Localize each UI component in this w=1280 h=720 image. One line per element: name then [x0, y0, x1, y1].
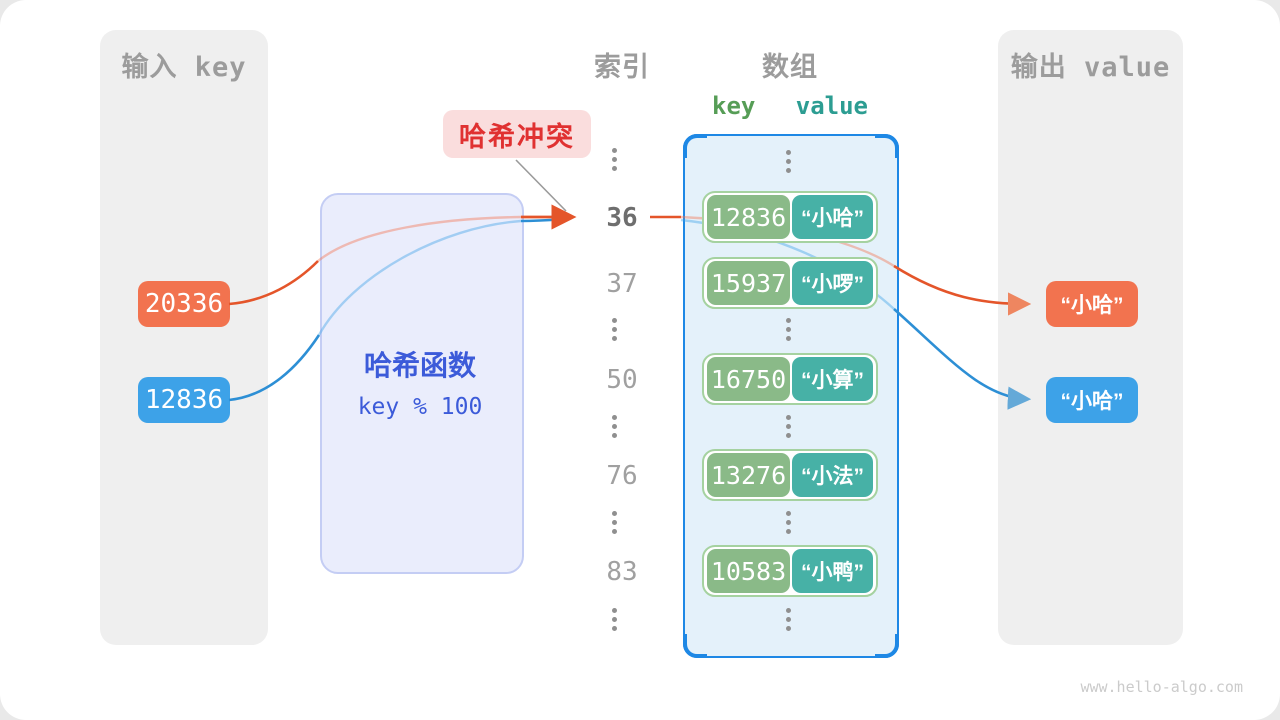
- input-panel: [100, 30, 268, 645]
- hash-collision-badge: 哈希冲突: [443, 110, 591, 158]
- array-row-12836: 12836 “小哈”: [702, 191, 878, 243]
- array-row-15937: 15937 “小啰”: [702, 257, 878, 309]
- index-ellipsis: [612, 318, 617, 341]
- value-column-label: value: [795, 92, 868, 120]
- index-37: 37: [606, 269, 638, 299]
- array-title: 数组: [762, 52, 818, 82]
- entry-key: 15937: [707, 261, 790, 305]
- index-50: 50: [606, 365, 638, 395]
- output-value-blue: “小哈”: [1046, 377, 1138, 423]
- array-corner: [683, 634, 707, 658]
- key-column-label: key: [712, 92, 756, 120]
- array-corner: [875, 134, 899, 158]
- index-76: 76: [606, 461, 638, 491]
- index-ellipsis: [612, 511, 617, 534]
- entry-value: “小鸭”: [792, 549, 873, 593]
- array-corner: [683, 134, 707, 158]
- array-ellipsis: [786, 511, 791, 534]
- entry-value: “小法”: [792, 453, 873, 497]
- index-ellipsis: [612, 608, 617, 631]
- index-36: 36: [606, 203, 638, 233]
- output-panel: [998, 30, 1183, 645]
- entry-key: 16750: [707, 357, 790, 401]
- entry-key: 12836: [707, 195, 790, 239]
- hash-function-title: 哈希函数: [363, 350, 476, 381]
- index-83: 83: [606, 557, 638, 587]
- index-ellipsis: [612, 415, 617, 438]
- entry-value: “小哈”: [792, 195, 873, 239]
- array-kv-header: key value: [712, 92, 868, 120]
- array-ellipsis: [786, 150, 791, 173]
- watermark: www.hello-algo.com: [1080, 678, 1243, 696]
- array-ellipsis: [786, 318, 791, 341]
- input-key-12836: 12836: [138, 377, 230, 423]
- entry-value: “小啰”: [792, 261, 873, 305]
- input-panel-title: 输入 key: [121, 52, 247, 83]
- input-key-20336: 20336: [138, 281, 230, 327]
- array-corner: [875, 634, 899, 658]
- index-ellipsis: [612, 148, 617, 171]
- output-value-orange: “小哈”: [1046, 281, 1138, 327]
- hash-function-box: [320, 193, 524, 574]
- hash-function-formula: key % 100: [357, 394, 483, 420]
- array-row-10583: 10583 “小鸭”: [702, 545, 878, 597]
- entry-key: 10583: [707, 549, 790, 593]
- hash-collision-label: 哈希冲突: [459, 121, 575, 152]
- index-column-title: 索引: [594, 52, 650, 82]
- array-ellipsis: [786, 415, 791, 438]
- output-panel-title: 输出 value: [1010, 52, 1171, 83]
- array-row-13276: 13276 “小法”: [702, 449, 878, 501]
- entry-key: 13276: [707, 453, 790, 497]
- array-ellipsis: [786, 608, 791, 631]
- array-row-16750: 16750 “小算”: [702, 353, 878, 405]
- entry-value: “小算”: [792, 357, 873, 401]
